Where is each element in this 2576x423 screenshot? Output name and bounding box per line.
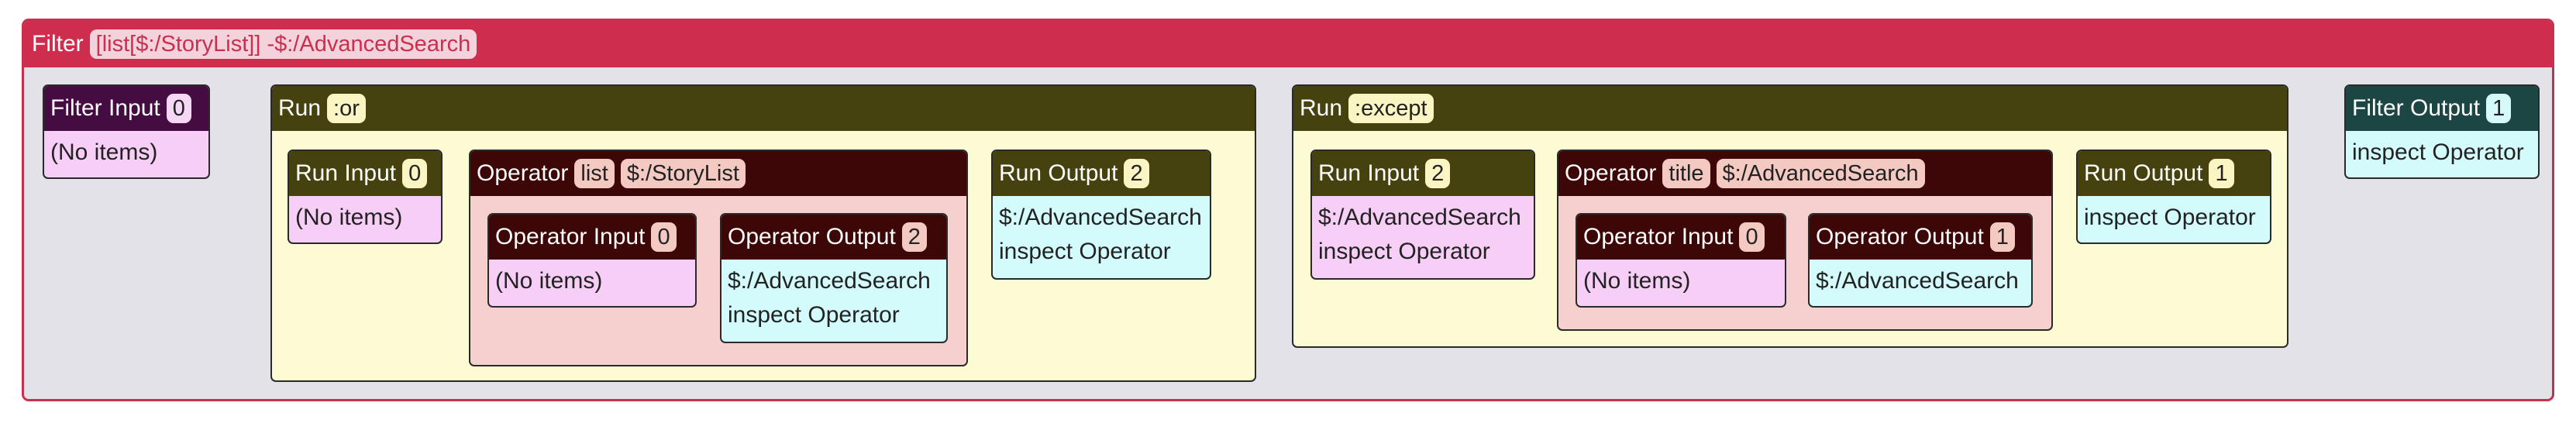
operator-output-header: Operator Output 2 [721, 215, 946, 260]
operator-output-label: Operator Output [1816, 224, 1984, 249]
list-item: $:/AdvancedSearch [1318, 205, 1521, 230]
run-output-list: inspect Operator [2078, 196, 2270, 239]
operator-input-box: Operator Input 0 (No items) [1576, 213, 1786, 308]
operator-title-box: Operator title $:/AdvancedSearch Operato… [1557, 150, 2053, 331]
run-or-box: Run :or Run Input 0 (No items) Operator … [270, 84, 1256, 382]
filter-input-list: (No items) [44, 131, 208, 174]
operator-output-box: Operator Output 2 $:/AdvancedSearch insp… [720, 213, 948, 343]
run-input-count: 0 [402, 159, 428, 188]
list-item: inspect Operator [1318, 239, 1490, 264]
operator-param: $:/StoryList [620, 159, 746, 188]
operator-input-label: Operator Input [495, 224, 646, 249]
run-except-header: Run :except [1293, 86, 2287, 131]
filter-title: Filter [32, 31, 84, 57]
operator-output-label: Operator Output [728, 224, 896, 249]
operator-input-count: 0 [651, 222, 677, 252]
list-item: inspect Operator [2084, 205, 2256, 230]
run-or-prefix: :or [327, 94, 366, 123]
operator-output-count: 1 [1989, 222, 2015, 252]
list-item: (No items) [295, 205, 403, 230]
list-item: $:/AdvancedSearch [728, 268, 931, 294]
list-item: inspect Operator [728, 302, 900, 328]
run-output-label: Run Output [2084, 160, 2203, 186]
filter-header: Filter [list[$:/StoryList]] -$:/Advanced… [24, 21, 2552, 67]
filter-output-label: Filter Output [2352, 95, 2481, 121]
run-input-list: $:/AdvancedSearch inspect Operator [1312, 196, 1534, 273]
run-input-list: (No items) [289, 196, 441, 239]
run-output-header: Run Output 2 [993, 151, 1210, 196]
list-item: $:/AdvancedSearch [999, 205, 1202, 230]
operator-output-list: $:/AdvancedSearch [1810, 260, 2031, 303]
list-item: $:/AdvancedSearch [1816, 268, 2019, 294]
operator-input-header: Operator Input 0 [1577, 215, 1785, 260]
filter-output-header: Filter Output 1 [2346, 86, 2538, 131]
filter-output-count: 1 [2486, 94, 2512, 123]
operator-name: title [1662, 159, 1710, 188]
operator-input-list: (No items) [489, 260, 695, 303]
filter-input-label: Filter Input [50, 95, 160, 121]
run-or-output-box: Run Output 2 $:/AdvancedSearch inspect O… [991, 150, 1211, 280]
operator-label: Operator [1565, 160, 1657, 186]
list-item: (No items) [1583, 268, 1691, 294]
filter-output-box: Filter Output 1 inspect Operator [2344, 84, 2540, 179]
run-or-input-box: Run Input 0 (No items) [288, 150, 443, 244]
operator-param: $:/AdvancedSearch [1716, 159, 1925, 188]
run-or-header: Run :or [272, 86, 1255, 131]
run-output-label: Run Output [999, 160, 1118, 186]
list-item: inspect Operator [2352, 139, 2524, 165]
filter-input-header: Filter Input 0 [44, 86, 208, 131]
operator-input-label: Operator Input [1583, 224, 1734, 249]
operator-input-count: 0 [1739, 222, 1765, 252]
operator-label: Operator [477, 160, 569, 186]
operator-header: Operator list $:/StoryList [470, 151, 966, 196]
operator-list-box: Operator list $:/StoryList Operator Inpu… [469, 150, 968, 366]
operator-output-count: 2 [901, 222, 927, 252]
run-output-count: 2 [1124, 159, 1149, 188]
run-input-label: Run Input [295, 160, 397, 186]
filter-output-list: inspect Operator [2346, 131, 2538, 174]
list-item: (No items) [50, 139, 158, 165]
operator-input-list: (No items) [1577, 260, 1785, 303]
run-output-count: 1 [2209, 159, 2234, 188]
operator-output-header: Operator Output 1 [1810, 215, 2031, 260]
operator-output-list: $:/AdvancedSearch inspect Operator [721, 260, 946, 337]
run-input-count: 2 [1425, 159, 1451, 188]
operator-input-box: Operator Input 0 (No items) [487, 213, 697, 308]
run-output-list: $:/AdvancedSearch inspect Operator [993, 196, 1210, 273]
operator-output-box: Operator Output 1 $:/AdvancedSearch [1808, 213, 2033, 308]
filter-input-box: Filter Input 0 (No items) [43, 84, 210, 179]
run-except-label: Run [1300, 95, 1343, 121]
run-output-header: Run Output 1 [2078, 151, 2270, 196]
run-except-input-box: Run Input 2 $:/AdvancedSearch inspect Op… [1310, 150, 1535, 280]
run-except-box: Run :except Run Input 2 $:/AdvancedSearc… [1292, 84, 2288, 348]
filter-expression: [list[$:/StoryList]] -$:/AdvancedSearch [89, 29, 477, 59]
list-item: (No items) [495, 268, 603, 294]
list-item: inspect Operator [999, 239, 1171, 264]
operator-header: Operator title $:/AdvancedSearch [1558, 151, 2051, 196]
run-except-output-box: Run Output 1 inspect Operator [2076, 150, 2271, 244]
run-input-header: Run Input 2 [1312, 151, 1534, 196]
operator-name: list [574, 159, 615, 188]
run-input-header: Run Input 0 [289, 151, 441, 196]
run-input-label: Run Input [1318, 160, 1420, 186]
run-except-prefix: :except [1348, 94, 1434, 123]
run-or-label: Run [278, 95, 322, 121]
operator-input-header: Operator Input 0 [489, 215, 695, 260]
filter-input-count: 0 [166, 94, 191, 123]
filter-panel: Filter [list[$:/StoryList]] -$:/Advanced… [22, 19, 2554, 401]
